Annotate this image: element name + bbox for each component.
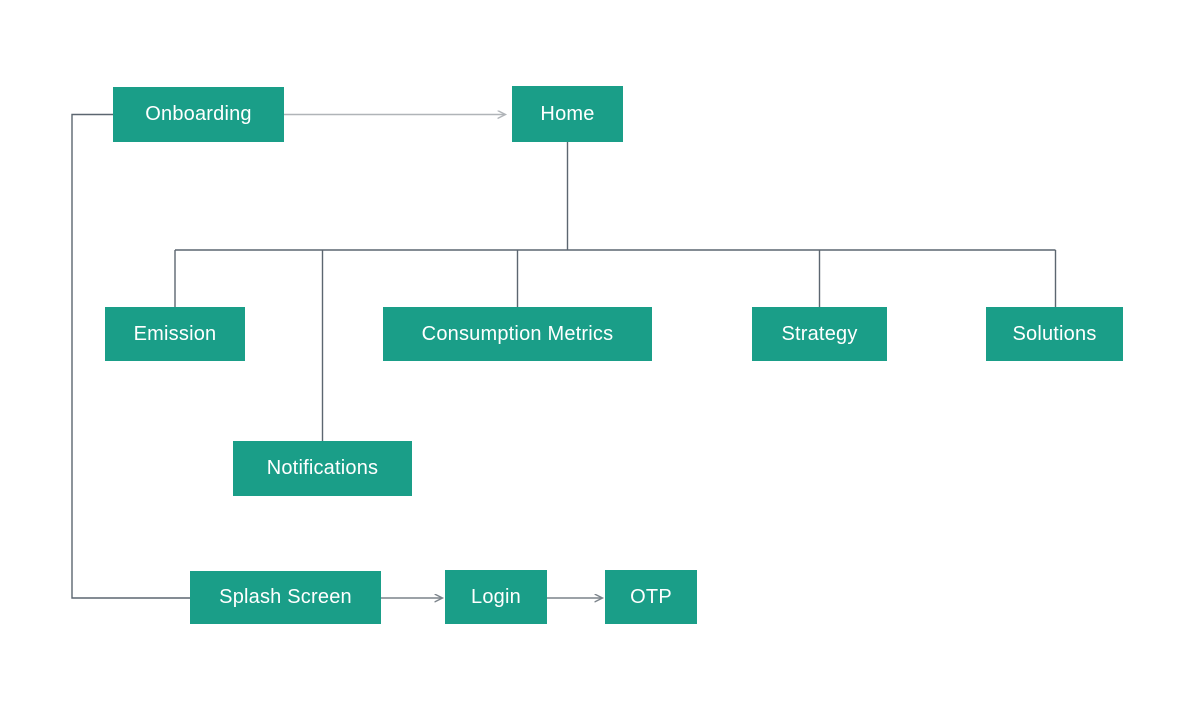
node-strategy[interactable]: Strategy [752, 307, 887, 361]
node-consumption-metrics[interactable]: Consumption Metrics [383, 307, 652, 361]
node-onboarding[interactable]: Onboarding [113, 87, 284, 142]
node-home[interactable]: Home [512, 86, 623, 142]
edge-onboarding-splash [71, 113, 190, 599]
node-login[interactable]: Login [445, 570, 547, 624]
node-solutions[interactable]: Solutions [986, 307, 1123, 361]
node-notifications[interactable]: Notifications [233, 441, 412, 496]
node-splash-screen[interactable]: Splash Screen [190, 571, 381, 624]
node-otp[interactable]: OTP [605, 570, 697, 624]
node-emission[interactable]: Emission [105, 307, 245, 361]
